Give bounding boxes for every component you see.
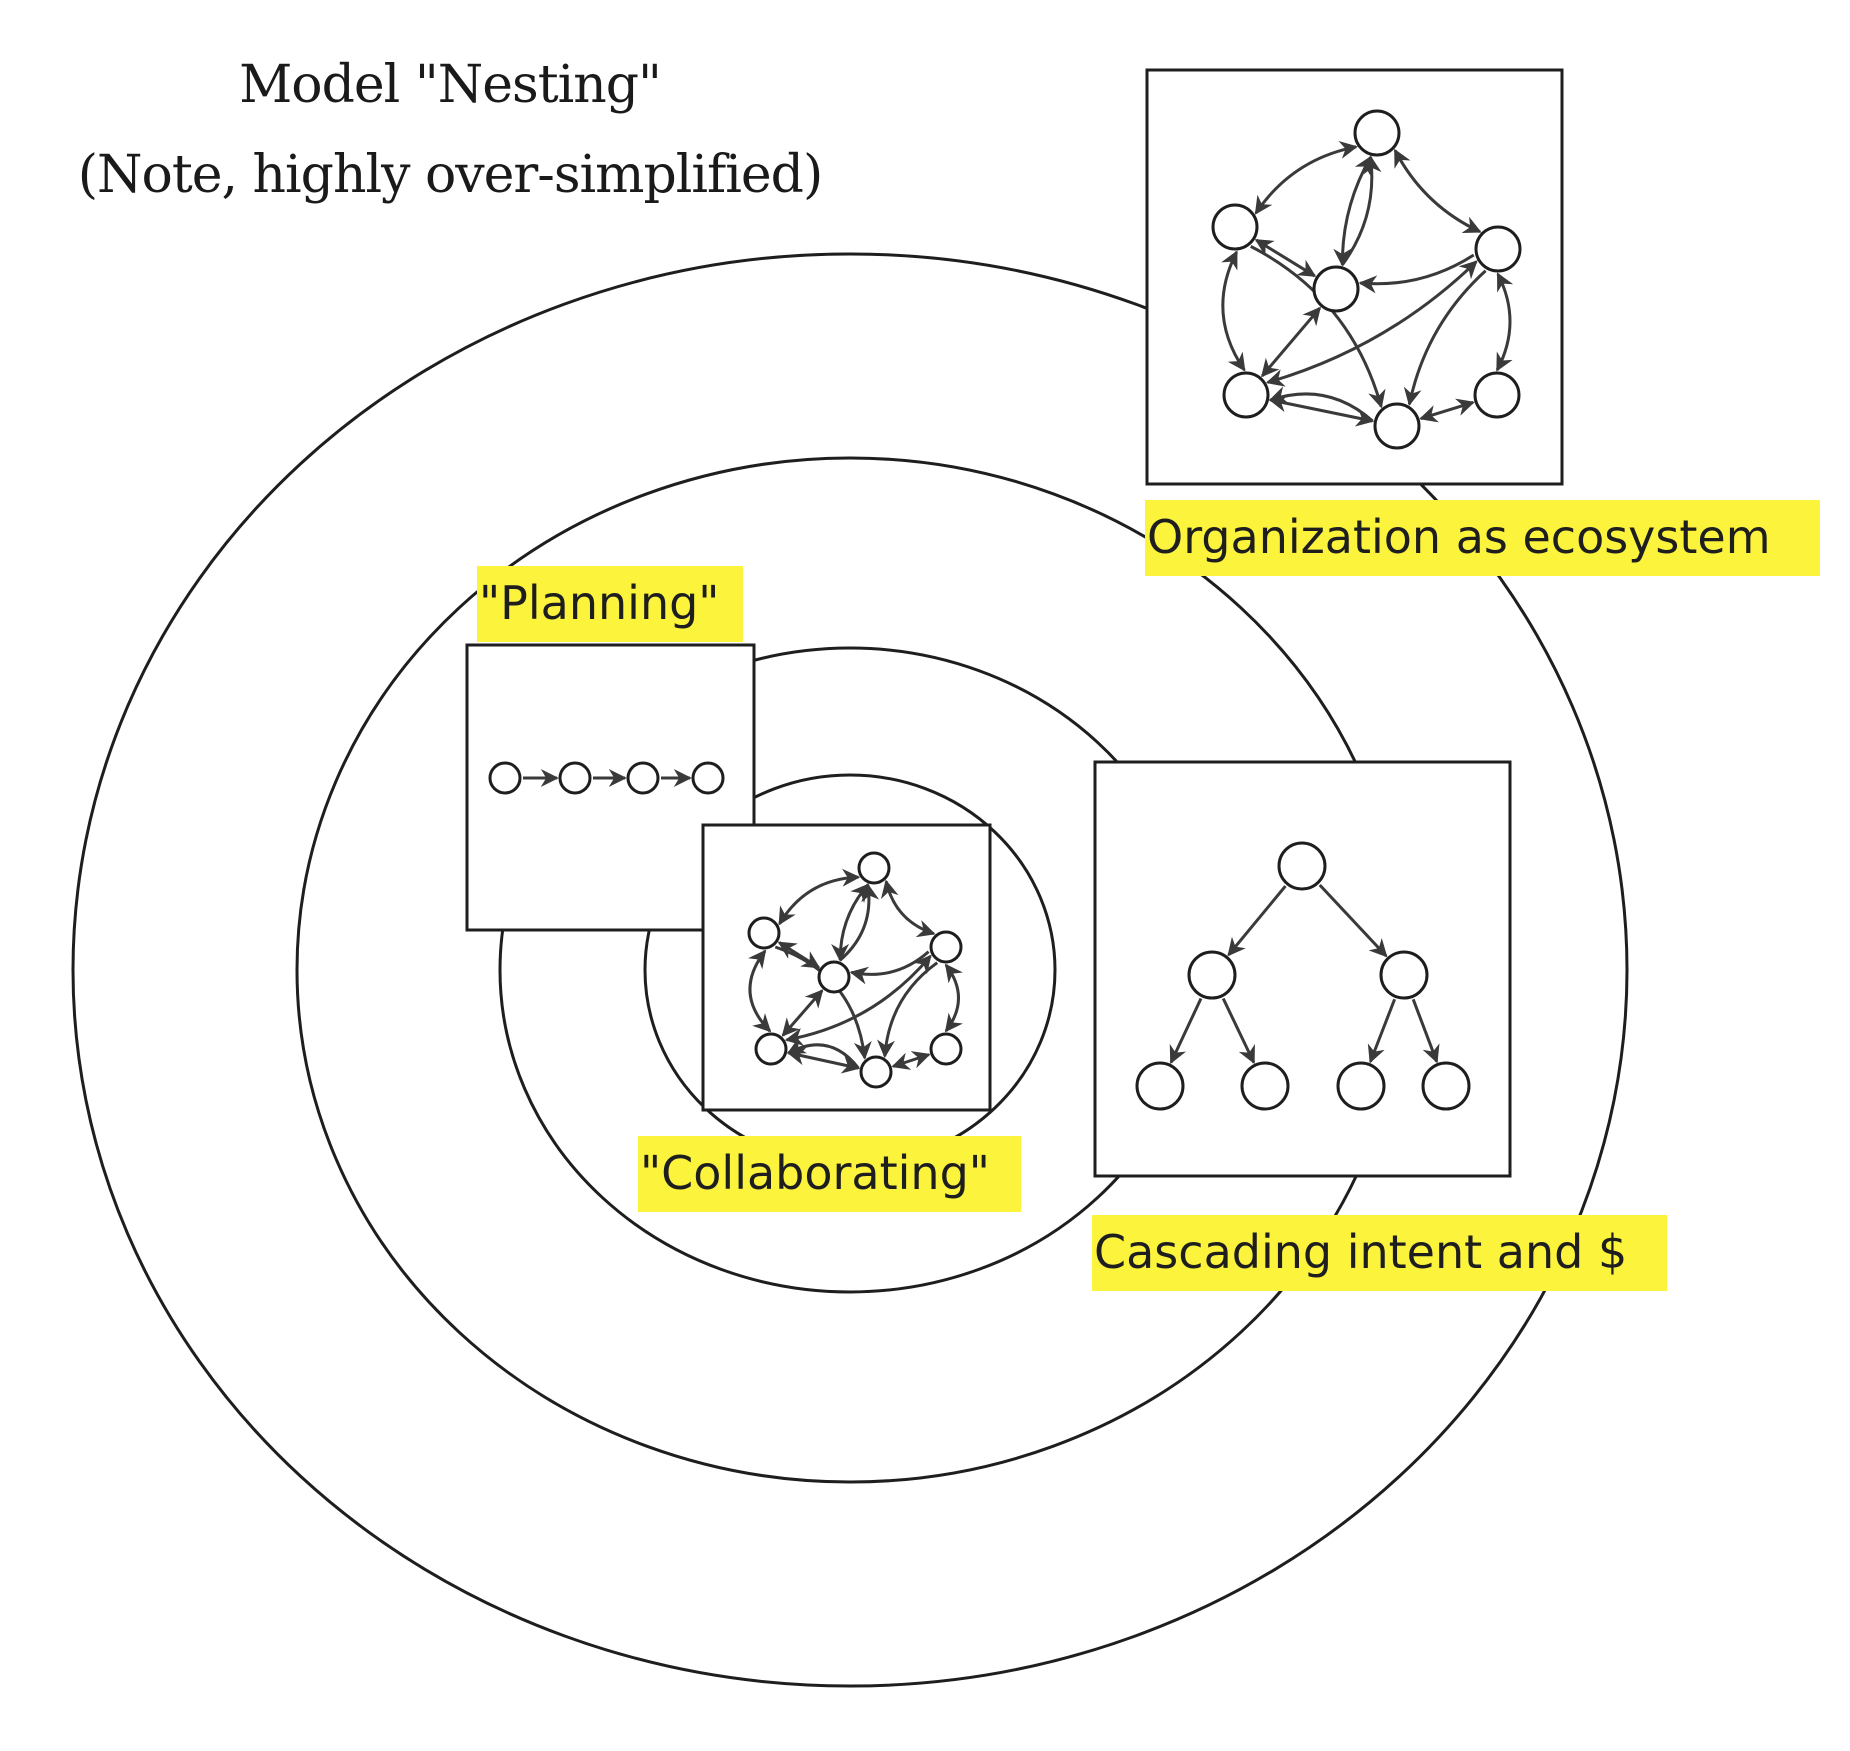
network-node (1473, 371, 1521, 419)
network-arrow (781, 989, 824, 1037)
network-arrow (1403, 269, 1487, 407)
network-arrow (1495, 272, 1514, 372)
chain-node (626, 761, 660, 795)
tree-node (1379, 950, 1429, 1000)
network-arrow (1250, 245, 1386, 409)
planning-label: "Planning" (479, 576, 720, 630)
tree-node (1421, 1061, 1471, 1111)
network-node (817, 960, 851, 994)
network-node (857, 851, 891, 885)
network-node (859, 1055, 893, 1089)
network-arrow (1358, 253, 1475, 294)
cascading-label: Cascading intent and $ (1094, 1225, 1628, 1279)
network-arrow (1393, 148, 1482, 234)
network-arrow (786, 1037, 860, 1070)
network-arrow (748, 949, 772, 1033)
network-node (1474, 225, 1522, 273)
cascading-box (1093, 760, 1512, 1178)
network-arrow (1268, 386, 1374, 423)
network-node (929, 930, 963, 964)
network-node (1373, 402, 1421, 450)
ecosystem-label-highlight (1145, 500, 1820, 576)
network-arrow (1341, 155, 1382, 266)
network-arrow (778, 868, 861, 926)
tree-node (1277, 841, 1327, 891)
network-node (1353, 109, 1401, 157)
tree-arrow (1318, 883, 1388, 958)
tree-arrow (1169, 997, 1203, 1065)
network-arrow (891, 1051, 931, 1070)
network-node (754, 1032, 788, 1066)
tree-arrow (1221, 997, 1256, 1065)
collaboration-network (747, 851, 963, 1089)
diagram-title: Model "Nesting" (Note, highly over-simpl… (20, 40, 880, 220)
planning-label-highlight (477, 566, 743, 642)
title-line-2: (Note, highly over-simplified) (77, 145, 824, 205)
network-arrow (944, 963, 963, 1033)
collaborating-label-highlight (638, 1136, 1021, 1212)
outer-ring (71, 252, 1629, 1688)
cascading-label-highlight (1092, 1215, 1667, 1291)
network-arrow (839, 883, 880, 962)
network-node (1211, 203, 1259, 251)
hierarchy-tree (1135, 841, 1471, 1111)
network-node (1222, 371, 1270, 419)
network-node (1312, 265, 1360, 313)
title-line-1: Model "Nesting" (239, 55, 662, 115)
chain-node (558, 761, 592, 795)
network-arrow (1419, 398, 1475, 423)
network-node (747, 916, 781, 950)
tree-node (1135, 1061, 1185, 1111)
network-arrow (1268, 394, 1375, 427)
tree-arrow (1411, 998, 1440, 1064)
network-node (929, 1032, 963, 1066)
ecosystem-box (1145, 68, 1564, 486)
network-arrow (786, 1047, 861, 1074)
linear-chain (488, 761, 725, 795)
chain-node (691, 761, 725, 795)
tree-node (1240, 1061, 1290, 1111)
tree-arrow (1227, 885, 1287, 957)
tree-node (1187, 950, 1237, 1000)
network-arrow (1254, 141, 1358, 215)
tree-node (1336, 1061, 1386, 1111)
chain-node (488, 761, 522, 795)
network-arrow (1261, 306, 1321, 378)
collaborating-box (701, 823, 992, 1112)
planning-box (465, 643, 756, 932)
network-arrow (880, 879, 936, 938)
network-arrow (849, 950, 930, 985)
ecosystem-network (1211, 109, 1522, 450)
ecosystem-label: Organization as ecosystem (1147, 510, 1771, 564)
tree-arrow (1367, 998, 1397, 1064)
network-arrow (877, 961, 939, 1059)
collaborating-label: "Collaborating" (640, 1146, 990, 1200)
network-arrow (1221, 250, 1246, 372)
